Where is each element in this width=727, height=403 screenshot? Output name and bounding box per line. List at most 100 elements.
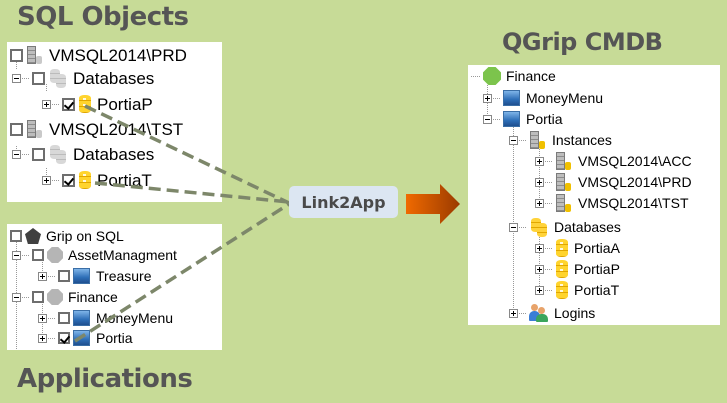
collapse-icon[interactable] <box>12 73 21 83</box>
collapse-icon[interactable] <box>12 250 21 260</box>
checkbox[interactable] <box>32 249 44 261</box>
database-icon <box>78 94 92 114</box>
checkbox[interactable] <box>32 71 45 85</box>
applications-heading: Applications <box>17 364 193 394</box>
expand-icon[interactable] <box>38 313 47 323</box>
node-label: VMSQL2014\TST <box>49 119 184 139</box>
node-label: PortiaT <box>574 282 620 298</box>
expand-icon[interactable] <box>535 264 544 274</box>
cmdb-node-instance[interactable]: VMSQL2014\TST <box>535 193 689 213</box>
node-label: MoneyMenu <box>526 90 604 106</box>
tree-line <box>46 84 47 92</box>
tree-node-moneymenu[interactable]: MoneyMenu <box>38 308 173 328</box>
tree-line <box>539 233 540 293</box>
collapse-icon[interactable] <box>483 114 492 124</box>
checkbox[interactable] <box>10 48 23 62</box>
cmdb-node-databases[interactable]: Databases <box>509 217 621 237</box>
group-icon <box>47 247 63 263</box>
database-icon <box>555 259 569 279</box>
cmdb-node-portia[interactable]: Portia <box>483 109 563 129</box>
qgrip-cmdb-tree: Finance MoneyMenu Portia Instances VMSQL… <box>468 65 720 325</box>
database-icon <box>78 170 92 190</box>
server-icon <box>555 151 573 171</box>
collapse-icon[interactable] <box>12 292 21 302</box>
expand-icon[interactable] <box>535 156 544 166</box>
collapse-icon[interactable] <box>509 222 518 232</box>
expand-icon[interactable] <box>42 175 51 185</box>
expand-icon[interactable] <box>509 308 518 318</box>
databases-icon <box>48 144 68 164</box>
tree-node-treasure[interactable]: Treasure <box>38 266 152 286</box>
logins-icon <box>529 304 549 322</box>
tree-line <box>46 168 47 176</box>
cmdb-node-database[interactable]: PortiaA <box>535 238 620 258</box>
tree-node-databases[interactable]: Databases <box>12 143 154 165</box>
expand-icon[interactable] <box>535 198 544 208</box>
checkbox-checked[interactable] <box>62 97 75 111</box>
application-icon <box>503 90 521 106</box>
tree-node-server-prd[interactable]: VMSQL2014\PRD <box>10 44 187 66</box>
node-label: Databases <box>73 144 155 164</box>
checkbox-checked[interactable] <box>62 173 75 187</box>
node-label: PortiaP <box>574 261 620 277</box>
checkbox[interactable] <box>32 291 44 303</box>
databases-icon <box>48 68 68 88</box>
checkbox[interactable] <box>10 122 23 136</box>
collapse-icon[interactable] <box>509 135 518 145</box>
tree-node-databases[interactable]: Databases <box>12 67 154 89</box>
tree-node-portia[interactable]: Portia <box>38 328 133 348</box>
node-label: VMSQL2014\PRD <box>578 174 692 190</box>
instances-icon <box>529 130 547 150</box>
node-label: Instances <box>552 132 612 148</box>
expand-icon[interactable] <box>535 285 544 295</box>
cmdb-node-database[interactable]: PortiaP <box>535 259 620 279</box>
expand-icon[interactable] <box>42 99 51 109</box>
applications-tree: Grip on SQL AssetManagment Treasure Fina… <box>7 224 222 350</box>
application-icon <box>73 330 91 346</box>
qgrip-cmdb-heading: QGrip CMDB <box>502 28 663 56</box>
group-icon <box>483 67 501 85</box>
application-icon <box>73 310 91 326</box>
cmdb-node-instance[interactable]: VMSQL2014\ACC <box>535 151 692 171</box>
node-label: Finance <box>506 68 556 84</box>
checkbox[interactable] <box>58 270 70 282</box>
cmdb-node-logins[interactable]: Logins <box>509 303 595 323</box>
node-label: Treasure <box>96 268 152 284</box>
node-label: Finance <box>68 289 118 305</box>
expand-icon[interactable] <box>38 333 47 343</box>
node-label: Databases <box>554 219 621 235</box>
checkbox-checked[interactable] <box>58 332 70 344</box>
collapse-icon[interactable] <box>12 149 21 159</box>
node-label: MoneyMenu <box>96 310 174 326</box>
cmdb-node-instance[interactable]: VMSQL2014\PRD <box>535 172 692 192</box>
tree-node-portiat[interactable]: PortiaT <box>42 169 152 191</box>
node-label: AssetManagment <box>68 247 177 263</box>
cmdb-node-database[interactable]: PortiaT <box>535 280 619 300</box>
node-label: Databases <box>73 68 155 88</box>
link2app-label: Link2App <box>301 192 386 212</box>
node-label: Grip on SQL <box>46 228 124 244</box>
checkbox[interactable] <box>32 147 45 161</box>
expand-icon[interactable] <box>535 177 544 187</box>
checkbox[interactable] <box>58 312 70 324</box>
tree-line <box>42 262 43 276</box>
tree-node-server-tst[interactable]: VMSQL2014\TST <box>10 118 183 140</box>
node-label: PortiaP <box>97 94 153 114</box>
cmdb-node-moneymenu[interactable]: MoneyMenu <box>483 88 603 108</box>
cmdb-node-finance[interactable]: Finance <box>470 66 556 86</box>
tree-line <box>16 62 17 70</box>
tree-line <box>539 147 540 207</box>
database-icon <box>555 238 569 258</box>
sql-objects-heading: SQL Objects <box>17 2 189 32</box>
tree-node-grip-on-sql[interactable]: Grip on SQL <box>10 226 124 246</box>
server-icon <box>555 193 573 213</box>
tree-node-finance[interactable]: Finance <box>12 287 118 307</box>
expand-icon[interactable] <box>535 243 544 253</box>
right-arrow-icon <box>406 184 460 224</box>
expand-icon[interactable] <box>483 93 492 103</box>
checkbox[interactable] <box>10 230 22 242</box>
tree-node-portiap[interactable]: PortiaP <box>42 93 153 115</box>
tree-node-assetmanagment[interactable]: AssetManagment <box>12 245 177 265</box>
expand-icon[interactable] <box>38 271 47 281</box>
cmdb-node-instances[interactable]: Instances <box>509 130 612 150</box>
